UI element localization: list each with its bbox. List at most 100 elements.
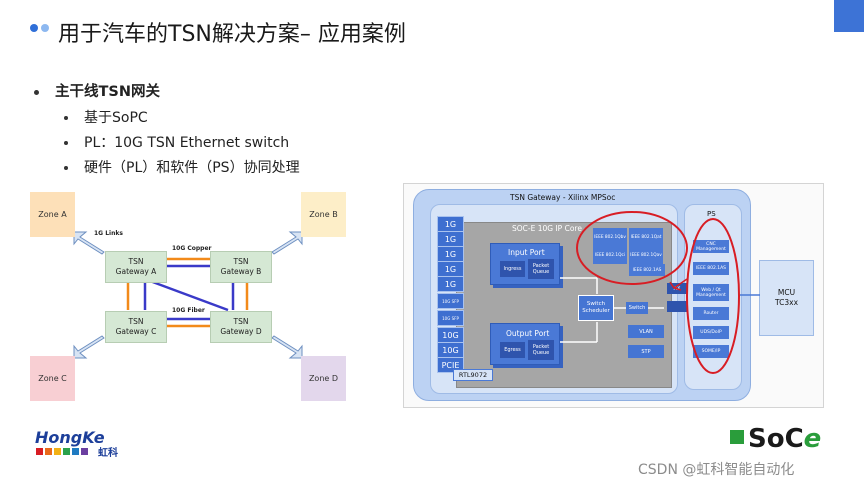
ps-item: UDS/DoIP — [693, 326, 729, 339]
soce-logo-text: SoC — [748, 424, 804, 454]
stp-box: STP — [628, 345, 664, 358]
bullet-dot — [64, 141, 68, 145]
gateway-label: TSN — [128, 257, 144, 266]
mcu-label: MCU — [777, 288, 796, 297]
dot-icon — [41, 24, 49, 32]
gateway-title: TSN Gateway - Xilinx MPSoc — [510, 193, 616, 202]
logo-block — [63, 448, 70, 455]
ieee-box: IEEE 802.1Qat — [629, 228, 663, 246]
gateway-label: TSN — [128, 317, 144, 326]
port-box: 10G SFP — [437, 310, 464, 326]
gateway-label: Gateway C — [115, 327, 157, 336]
bullet-main-text: 主干线TSN网关 — [55, 84, 160, 100]
gateway-label: Gateway A — [115, 267, 157, 276]
ps-item: IEEE 802.1AS — [693, 262, 729, 275]
zone-box: Zone D — [301, 356, 346, 401]
ieee-box: IEEE 802.1Qbv — [593, 228, 627, 246]
fiber-label: 10G Fiber — [172, 307, 205, 314]
port-box: 1G — [437, 216, 464, 232]
ps-item: CNC Management — [693, 240, 729, 253]
zone-box: Zone A — [30, 192, 75, 237]
port-box: 10G — [437, 327, 464, 343]
port-box: 1G — [437, 261, 464, 277]
ip-core-label: SOC-E 10G IP Core — [512, 224, 582, 233]
dot-icon — [30, 24, 38, 32]
links-label: 1G Links — [94, 230, 123, 237]
rtl-box: RTL9072 — [453, 369, 493, 381]
arrow-shape — [73, 231, 105, 255]
bullet-sub-text: 基于SoPC — [84, 110, 148, 126]
port-box: 1G — [437, 246, 464, 262]
logo-block — [54, 448, 61, 455]
switch-box: Switch — [626, 302, 648, 314]
port-box: 10G — [437, 342, 464, 358]
logo-block — [81, 448, 88, 455]
gateway-label: Gateway D — [220, 327, 262, 336]
packet-queue-box: Packet Queue — [528, 259, 554, 279]
internal-arrows — [560, 277, 664, 343]
egress-box: Egress — [500, 342, 525, 358]
mcu-sub-label: TC3xx — [774, 298, 799, 307]
ieee-box: IEEE 802.1Qci — [593, 246, 627, 264]
ps-item: SOME/IP — [693, 345, 729, 358]
soce-logo-e: e — [803, 424, 822, 454]
arrow-shape — [73, 335, 105, 359]
copper-label: 10G Copper — [172, 245, 212, 252]
arrow-shape — [271, 335, 303, 359]
switch-scheduler-box: Switch Scheduler — [578, 295, 614, 321]
vlan-box: VLAN — [628, 325, 664, 338]
logo-block — [45, 448, 52, 455]
input-port-label: Input Port — [508, 248, 545, 257]
logo-block — [36, 448, 43, 455]
bullet-sub-text: PL：10G TSN Ethernet switch — [84, 135, 290, 151]
ieee-box: IEEE 802.1AS — [629, 264, 665, 276]
mcu-link — [740, 294, 760, 296]
page-title: 用于汽车的TSN解决方案– 应用案例 — [58, 22, 406, 47]
mcu-box: MCU TC3xx — [759, 260, 814, 336]
cross-link — [149, 279, 229, 312]
ps-item: Router — [693, 307, 729, 320]
network-links — [73, 231, 303, 359]
connector-arrow — [669, 278, 688, 291]
bullet-sub-text: 硬件（PL）和软件（PS）协同处理 — [84, 160, 300, 176]
hongke-logo: HongKe — [35, 428, 105, 447]
ingress-box: Ingress — [500, 261, 525, 277]
title-dots — [30, 24, 52, 34]
zone-box: Zone C — [30, 356, 75, 401]
highlight-ellipse — [576, 211, 688, 285]
ps-label: PS — [707, 210, 716, 218]
bullet-sub: 硬件（PL）和软件（PS）协同处理 — [64, 157, 300, 177]
highlight-ellipse — [686, 218, 740, 374]
bullet-dot — [64, 116, 68, 120]
hongke-logo-blocks — [36, 448, 88, 455]
corner-accent — [834, 0, 864, 32]
chip-icon — [730, 430, 744, 444]
port-box: 10G SFP — [437, 293, 464, 309]
port-box: 1G — [437, 231, 464, 247]
ps-item: Web / Qt Management — [693, 284, 729, 301]
arrow-shape — [271, 231, 303, 255]
output-port-label: Output Port — [506, 329, 550, 338]
gateway-label: Gateway B — [220, 267, 262, 276]
bullet-main: 主干线TSN网关 — [34, 80, 160, 101]
bullet-dot — [64, 166, 68, 170]
bullet-sub: PL：10G TSN Ethernet switch — [64, 132, 289, 152]
hongke-logo-cn: 虹科 — [98, 448, 118, 459]
port-box: 1G — [437, 276, 464, 292]
gateway-label: TSN — [233, 317, 249, 326]
bullet-sub: 基于SoPC — [64, 107, 148, 127]
highlight-overlay — [576, 211, 740, 374]
gateway-label: TSN — [233, 257, 249, 266]
bullet-dot — [34, 89, 39, 95]
ieee-box: IEEE 802.1Qav — [629, 246, 663, 264]
logo-block — [72, 448, 79, 455]
packet-queue-box: Packet Queue — [528, 340, 554, 360]
soce-logo: SoCe — [748, 424, 821, 454]
watermark: CSDN @虹科智能自动化 — [638, 462, 795, 478]
bridge-box — [667, 301, 687, 312]
zone-box: Zone B — [301, 192, 346, 237]
